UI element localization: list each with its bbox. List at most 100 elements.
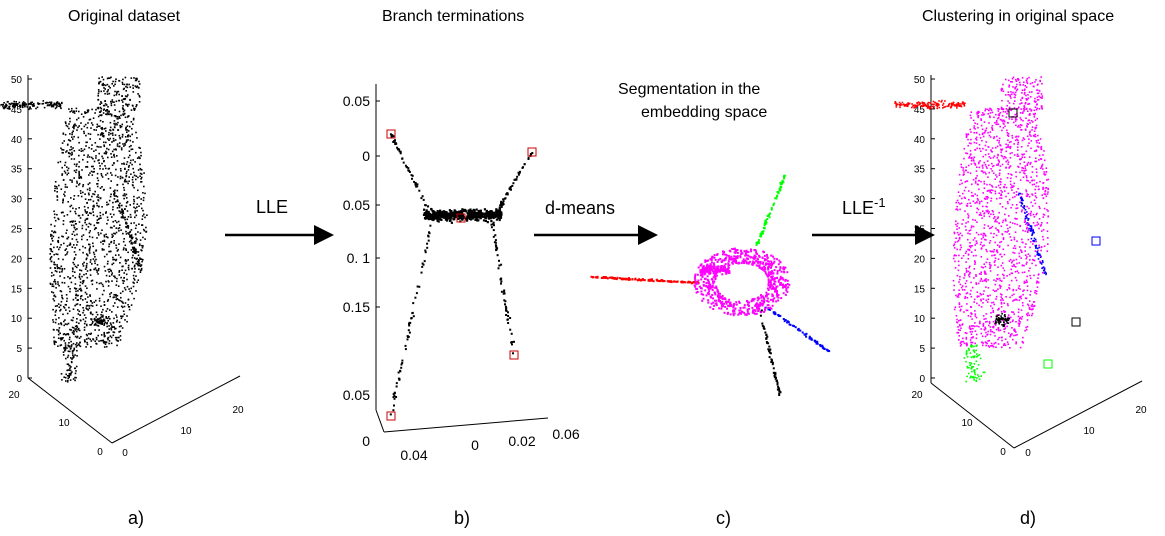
scatter-point: [90, 319, 93, 321]
scatter-point: [90, 280, 93, 282]
scatter-point: [116, 183, 119, 186]
scatter-point: [109, 87, 111, 89]
scatter-point: [1025, 326, 1027, 329]
scatter-point: [507, 315, 510, 317]
scatter-point: [135, 214, 138, 217]
scatter-point: [755, 243, 758, 246]
scatter-point: [720, 305, 723, 308]
scatter-point: [776, 258, 778, 261]
scatter-point: [734, 249, 737, 251]
scatter-point: [1039, 138, 1042, 140]
scatter-point: [119, 137, 122, 140]
scatter-point: [768, 350, 771, 353]
scatter-point: [975, 333, 978, 336]
scatter-point: [406, 338, 409, 341]
scatter-point: [94, 112, 96, 114]
scatter-point: [460, 211, 463, 214]
scatter-point: [494, 213, 498, 217]
scatter-point: [78, 276, 81, 279]
scatter-point: [784, 319, 787, 321]
scatter-point: [958, 292, 960, 295]
scatter-point: [986, 183, 988, 186]
scatter-point: [140, 154, 142, 157]
scatter-point: [724, 270, 727, 273]
scatter-point: [745, 313, 748, 316]
scatter-point: [123, 280, 125, 282]
scatter-point: [61, 148, 63, 151]
scatter-point: [122, 302, 124, 304]
scatter-point: [124, 216, 126, 219]
scatter-point: [114, 201, 117, 203]
scatter-point: [985, 286, 987, 288]
scatter-point: [93, 204, 95, 207]
scatter-point: [70, 224, 73, 226]
scatter-point: [85, 266, 88, 269]
scatter-point: [1038, 227, 1040, 230]
scatter-point: [61, 174, 63, 176]
scatter-point: [985, 239, 987, 241]
scatter-point: [115, 258, 118, 261]
panel-b-axes: [375, 84, 549, 433]
scatter-point: [108, 340, 111, 342]
scatter-point: [116, 306, 119, 308]
scatter-point: [752, 260, 755, 263]
scatter-point: [992, 346, 995, 348]
scatter-point: [123, 180, 126, 183]
scatter-point: [1012, 289, 1014, 292]
scatter-point: [93, 170, 95, 173]
scatter-point: [82, 309, 85, 312]
scatter-point: [107, 317, 109, 320]
scatter-point: [116, 200, 118, 203]
scatter-point: [759, 232, 762, 235]
scatter-point: [765, 258, 768, 261]
scatter-point: [982, 155, 984, 158]
scatter-point: [590, 275, 593, 278]
scatter-point: [81, 275, 83, 278]
scatter-point: [129, 139, 132, 142]
scatter-point: [124, 288, 127, 291]
scatter-point: [959, 248, 961, 251]
scatter-point: [83, 322, 86, 325]
scatter-point: [416, 183, 419, 186]
scatter-point: [979, 137, 982, 139]
scatter-point: [111, 311, 113, 313]
scatter-point: [468, 217, 471, 220]
scatter-point: [51, 230, 53, 232]
scatter-point: [114, 233, 116, 235]
scatter-point: [118, 230, 120, 232]
scatter-point: [52, 285, 55, 288]
scatter-point: [964, 295, 967, 298]
scatter-point: [982, 167, 984, 169]
scatter-point: [112, 258, 114, 261]
scatter-point: [1002, 238, 1005, 241]
scatter-point: [116, 277, 118, 280]
scatter-point: [119, 210, 121, 213]
scatter-point: [993, 217, 995, 220]
scatter-point: [67, 167, 70, 170]
scatter-point: [100, 305, 102, 307]
scatter-point: [767, 263, 770, 265]
scatter-point: [63, 339, 65, 342]
scatter-point: [59, 246, 61, 249]
scatter-point: [715, 285, 718, 288]
scatter-point: [738, 300, 741, 303]
scatter-point: [666, 280, 669, 283]
scatter-point: [506, 192, 509, 195]
scatter-point: [59, 332, 61, 335]
scatter-point: [981, 133, 984, 136]
scatter-point: [964, 282, 967, 285]
scatter-point: [985, 248, 987, 251]
scatter-point: [1003, 311, 1006, 313]
scatter-point: [765, 272, 768, 275]
scatter-point: [55, 341, 57, 343]
scatter-point: [964, 197, 966, 199]
scatter-point: [989, 116, 991, 119]
scatter-point: [755, 250, 758, 253]
scatter-point: [136, 210, 138, 212]
scatter-point: [999, 118, 1002, 121]
scatter-point: [75, 365, 78, 368]
scatter-point: [108, 271, 110, 273]
scatter-point: [392, 396, 395, 399]
scatter-point: [774, 377, 777, 380]
